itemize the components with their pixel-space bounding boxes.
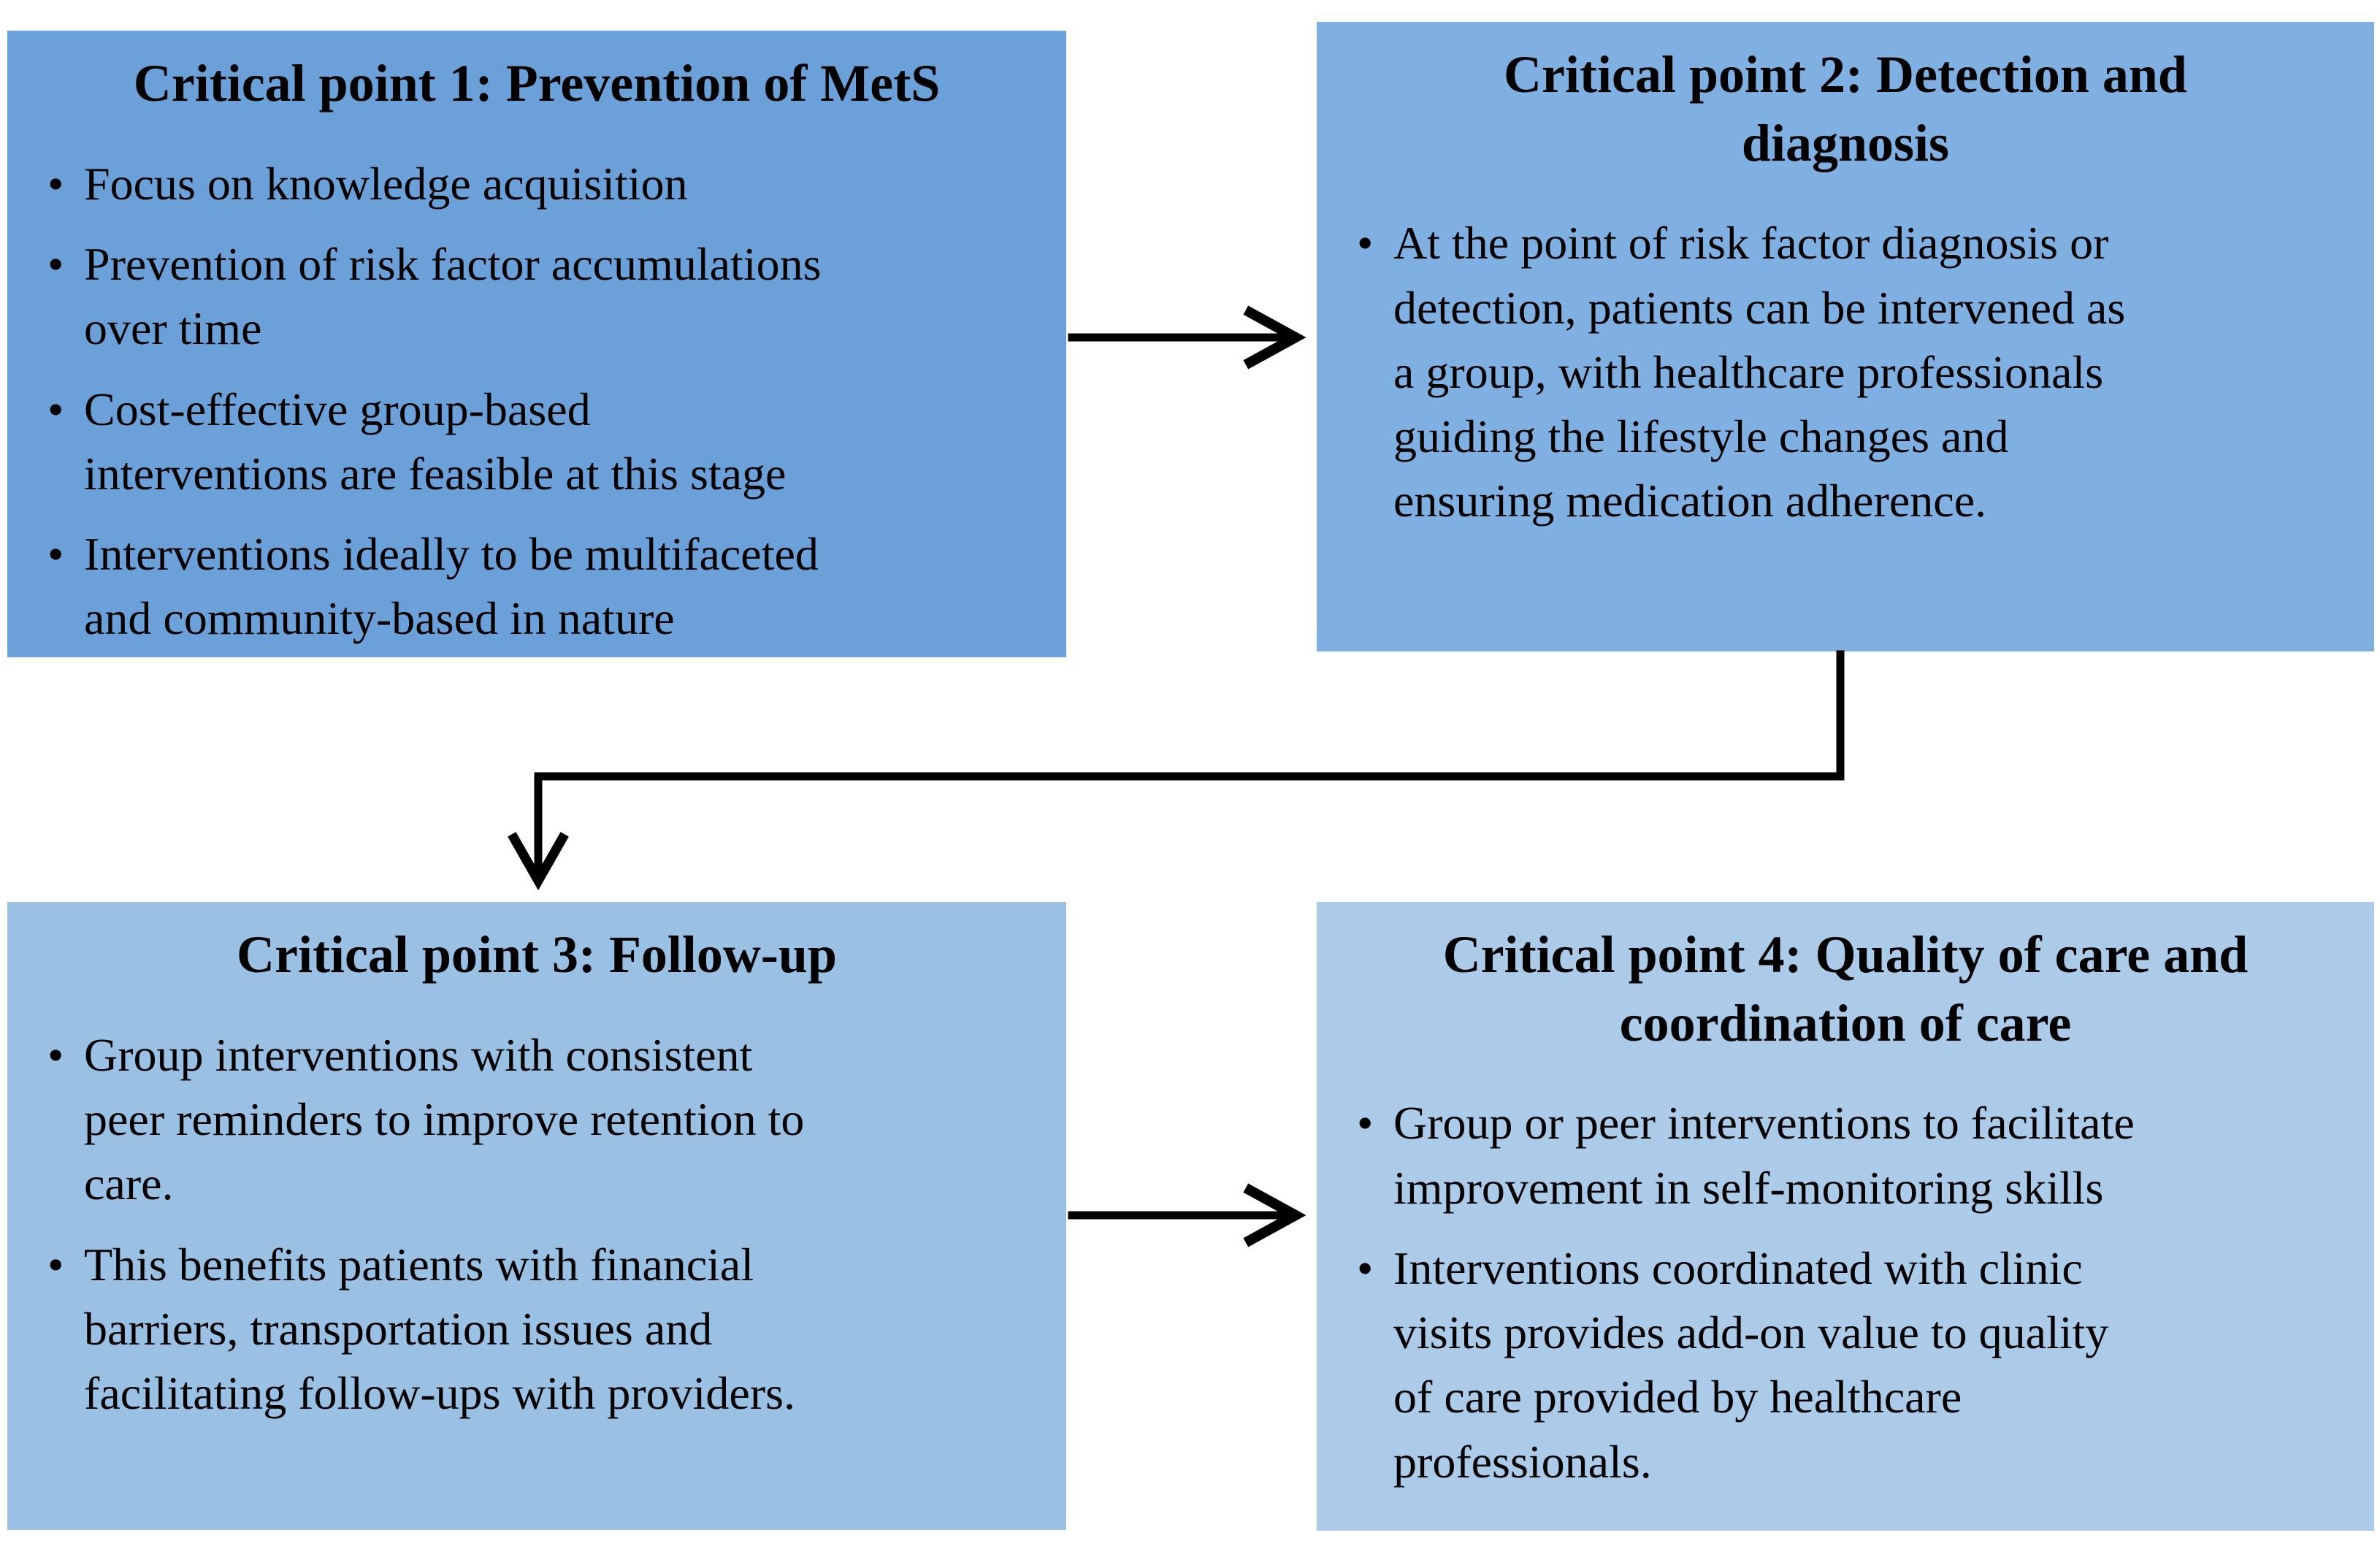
bullet-item: This benefits patients with financial ba… <box>47 1233 1026 1426</box>
critical-point-1-title: Critical point 1: Prevention of MetS <box>133 54 941 112</box>
bullet-item: Group interventions with consistent peer… <box>47 1023 1026 1217</box>
bullet-item: Cost-effective group-based interventions… <box>47 378 1026 507</box>
arrow-box2-to-box3-head-icon <box>508 832 569 891</box>
bullet-item: Interventions coordinated with clinic vi… <box>1357 1236 2334 1494</box>
bullet-item: Group or peer interventions to facilitat… <box>1357 1091 2334 1220</box>
critical-point-4-title: Critical point 4: Quality of care and co… <box>1442 925 2249 1052</box>
critical-point-1-bullets: Focus on knowledge acquisition Preventio… <box>47 152 1026 651</box>
critical-point-2-box: Critical point 2: Detection and diagnosi… <box>1317 22 2374 651</box>
critical-point-4-box: Critical point 4: Quality of care and co… <box>1317 902 2374 1531</box>
critical-point-3-bullets: Group interventions with consistent peer… <box>47 1023 1026 1426</box>
critical-point-4-bullets: Group or peer interventions to facilitat… <box>1357 1091 2334 1494</box>
critical-point-2-title: Critical point 2: Detection and diagnosi… <box>1504 45 2187 172</box>
bullet-item: Interventions ideally to be multifaceted… <box>47 522 1026 651</box>
critical-point-3-title: Critical point 3: Follow-up <box>237 925 837 984</box>
arrow-box1-to-box2-head-icon <box>1243 305 1306 370</box>
bullet-item: At the point of risk factor diagnosis or… <box>1357 211 2334 534</box>
critical-point-3-box: Critical point 3: Follow-up Group interv… <box>7 902 1066 1530</box>
critical-point-1-box: Critical point 1: Prevention of MetS Foc… <box>7 31 1066 657</box>
arrow-box2-to-box3-line <box>534 650 1845 876</box>
critical-point-2-bullets: At the point of risk factor diagnosis or… <box>1357 211 2334 534</box>
bullet-item: Focus on knowledge acquisition <box>47 152 1026 216</box>
arrow-box3-to-box4-head-icon <box>1243 1183 1306 1247</box>
bullet-item: Prevention of risk factor accumulations … <box>47 232 1026 362</box>
